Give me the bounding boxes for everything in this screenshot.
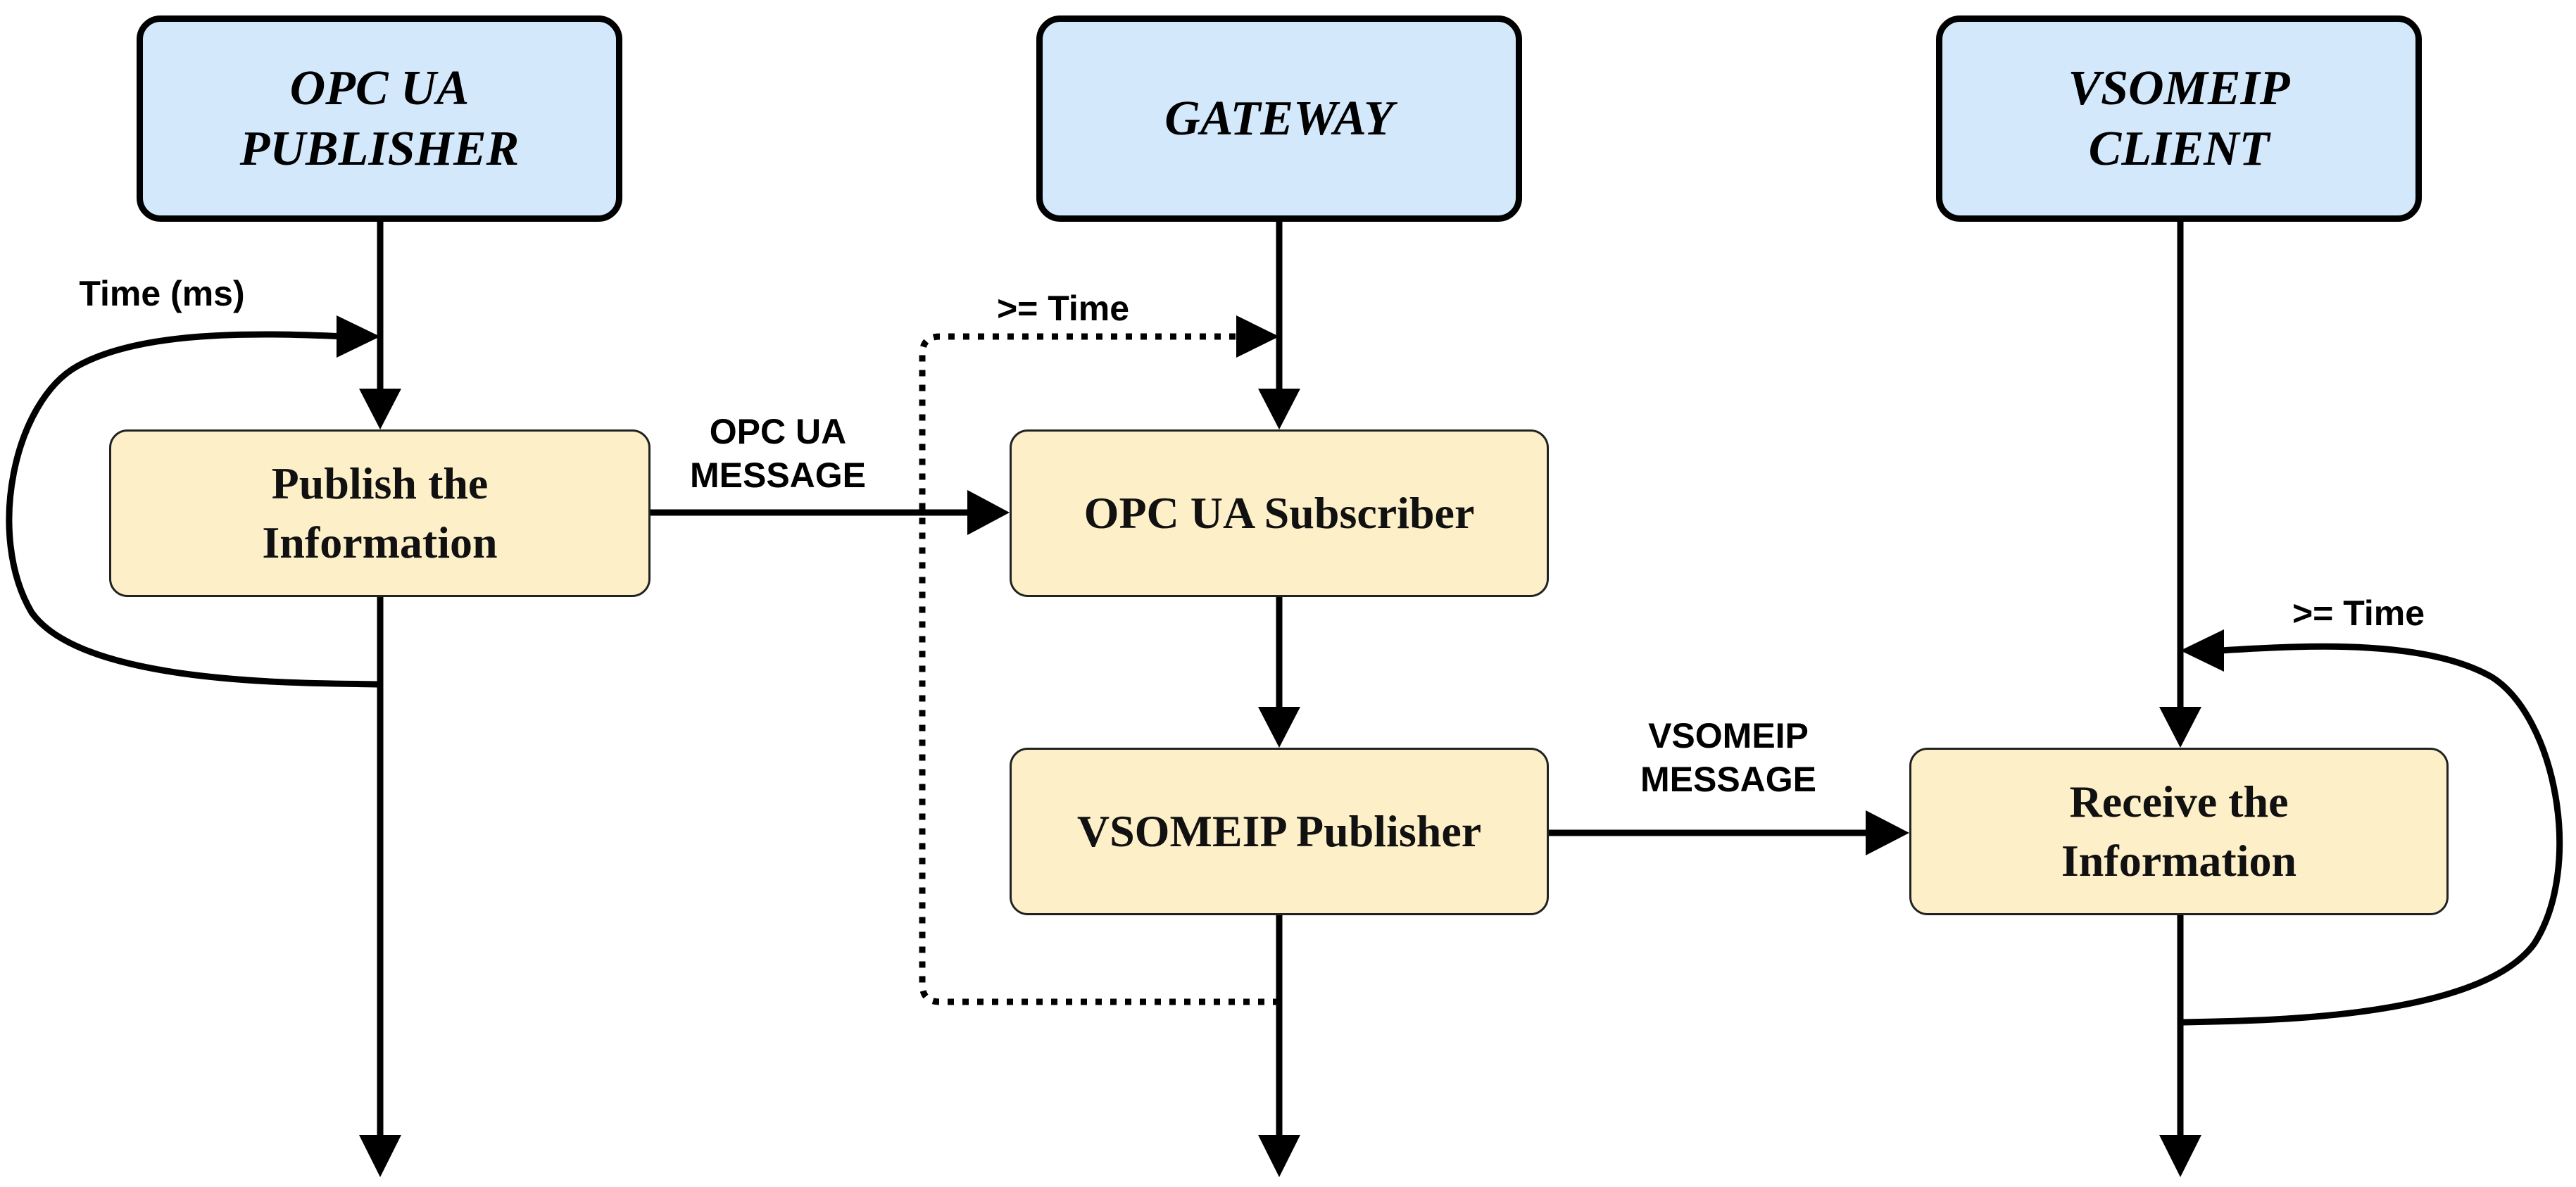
publisher-lifeline-end-arrowhead	[359, 1135, 401, 1177]
time-ms-label: Time (ms)	[79, 274, 245, 313]
opc-message-label: OPC UA MESSAGE	[689, 412, 867, 495]
gateway-dotted-loop	[919, 333, 1279, 1005]
opc-message-arrowhead	[967, 490, 1010, 535]
vsomeip-message-arrowhead	[1866, 810, 1909, 855]
receive-information-label: Receive the Information	[2061, 777, 2297, 886]
publisher-loop-arrow	[6, 331, 381, 688]
receive-information-box: Receive the Information	[1909, 748, 2449, 915]
client-header: VSOMEIP CLIENT	[1936, 15, 2422, 222]
gateway-time-label: >= Time	[996, 289, 1130, 328]
gateway-lifeline-top-arrowhead	[1258, 389, 1300, 429]
opc-ua-subscriber-box: OPC UA Subscriber	[1010, 429, 1549, 597]
client-header-label: VSOMEIP CLIENT	[2068, 61, 2290, 176]
vsomeip-message-label: VSOMEIP MESSAGE	[1640, 716, 1817, 799]
publisher-header: OPC UA PUBLISHER	[137, 15, 622, 222]
publisher-header-label: OPC UA PUBLISHER	[239, 61, 520, 176]
gateway-header-label: GATEWAY	[1164, 91, 1394, 146]
publisher-loop-arrowhead	[337, 315, 380, 358]
gateway-lifeline-mid-arrowhead	[1258, 707, 1300, 748]
vsomeip-publisher-label: VSOMEIP Publisher	[1076, 806, 1482, 856]
client-loop-arrowhead	[2180, 629, 2224, 672]
opc-ua-subscriber-label: OPC UA Subscriber	[1083, 488, 1475, 538]
gateway-lifeline-end-arrowhead	[1258, 1135, 1300, 1177]
client-lifeline-top-arrowhead	[2159, 707, 2201, 748]
vsomeip-publisher-box: VSOMEIP Publisher	[1010, 748, 1549, 915]
client-lifeline-end-arrowhead	[2159, 1135, 2201, 1177]
publish-information-label: Publish the Information	[262, 458, 498, 567]
client-loop-arrow	[2180, 643, 2563, 1026]
client-time-label: >= Time	[2292, 594, 2425, 633]
publisher-lifeline-top-arrowhead	[359, 389, 401, 429]
gateway-header: GATEWAY	[1036, 15, 1522, 222]
publish-information-box: Publish the Information	[109, 429, 651, 597]
gateway-dotted-loop-arrowhead	[1236, 315, 1279, 358]
